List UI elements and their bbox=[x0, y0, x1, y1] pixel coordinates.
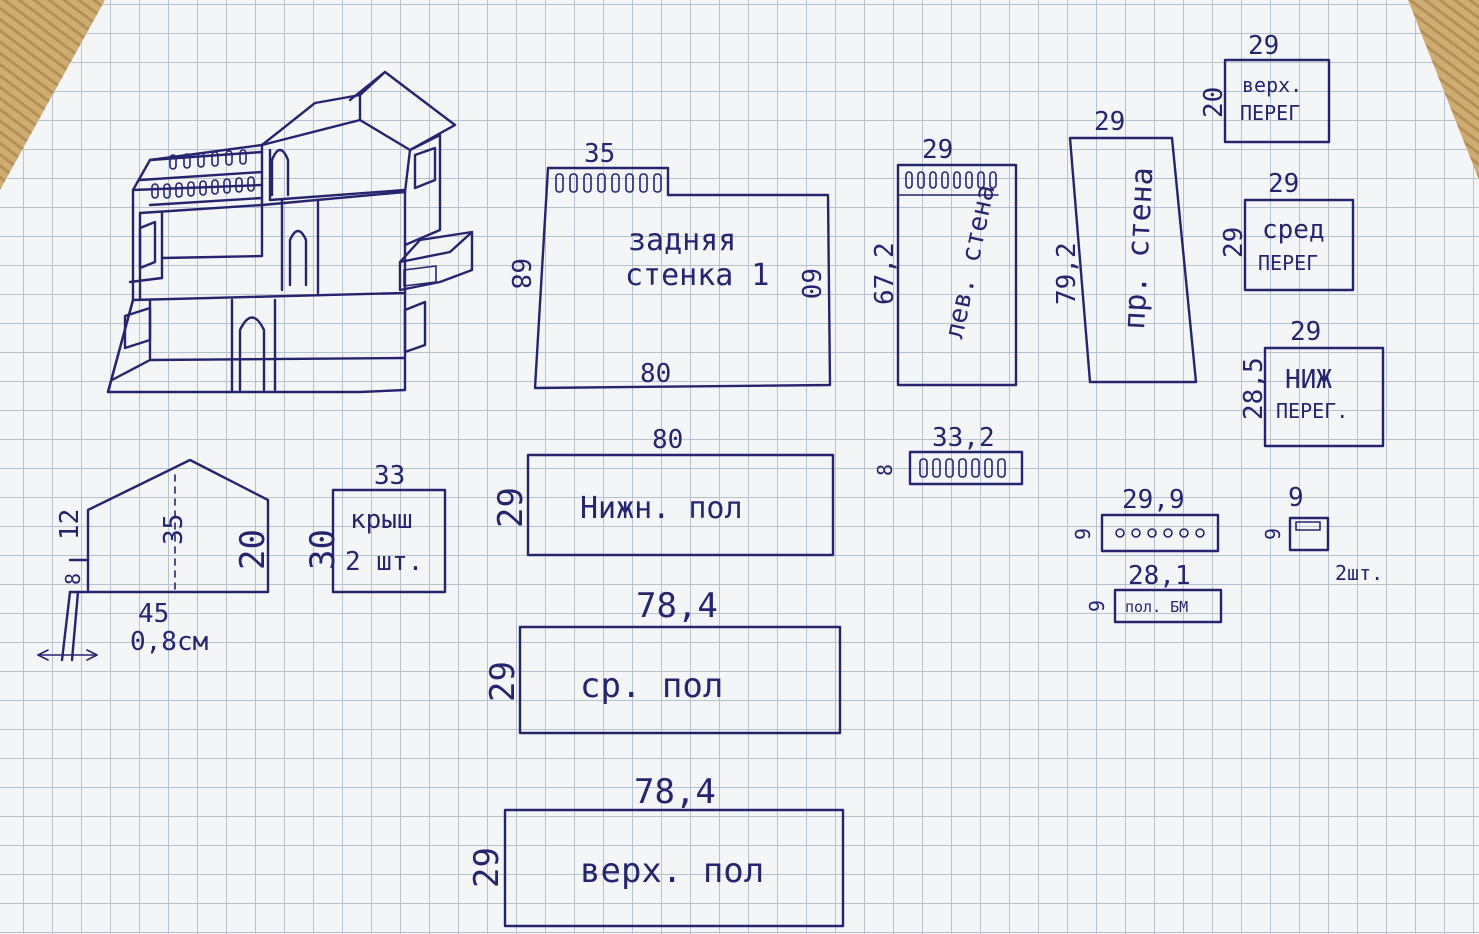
gable-right-side-label: 20 bbox=[233, 529, 273, 570]
lower-partition-panel: 29 28,5 НИЖ ПЕРЕГ. bbox=[1239, 317, 1385, 448]
right-wall-label: пр. стена bbox=[1117, 166, 1160, 330]
middle-partition-width: 29 bbox=[1268, 169, 1299, 199]
top-partition-height: 20 bbox=[1199, 87, 1229, 118]
lower-partition-label-2: ПЕРЕГ. bbox=[1276, 399, 1348, 423]
small-piece-height: 9 bbox=[1261, 528, 1285, 540]
roof-width-label: 33 bbox=[374, 461, 405, 491]
roof-height-label: 30 bbox=[303, 529, 343, 570]
left-wall-width: 29 bbox=[922, 135, 953, 165]
back-wall-left-height: 68 bbox=[505, 258, 535, 289]
upper-floor-height: 29 bbox=[467, 847, 507, 888]
gable-notch-label: 8 bbox=[61, 573, 85, 585]
middle-floor-label: ср. пол bbox=[580, 666, 723, 706]
roof-label-line-2: 2 шт. bbox=[345, 547, 423, 577]
rail-b-width: 29,9 bbox=[1122, 485, 1185, 515]
back-wall-bottom-width: 80 bbox=[640, 359, 671, 389]
bottom-floor-panel: 80 29 Нижн. пол bbox=[491, 425, 835, 557]
balcony-floor-height: 9 bbox=[1085, 600, 1109, 612]
middle-partition-height: 29 bbox=[1219, 227, 1249, 258]
right-wall-panel: 29 79,2 пр. стена bbox=[1052, 107, 1198, 384]
balcony-floor-strip: 28,1 9 пол. БМ bbox=[1085, 561, 1223, 624]
upper-floor-panel: 78,4 29 верх. пол bbox=[467, 772, 845, 928]
dollhouse-3d-sketch bbox=[106, 70, 474, 394]
balcony-floor-width: 28,1 bbox=[1128, 561, 1191, 591]
middle-floor-panel: 78,4 29 ср. пол bbox=[483, 586, 842, 735]
upper-floor-width: 78,4 bbox=[634, 772, 716, 812]
lower-partition-width: 29 bbox=[1290, 317, 1321, 347]
top-partition-label-1: верх. bbox=[1242, 73, 1302, 97]
gable-wall-drawing: 45 35 12 20 8 0,8см bbox=[37, 458, 273, 662]
bottom-floor-height: 29 bbox=[491, 487, 531, 528]
back-wall-top-width: 35 bbox=[584, 139, 615, 169]
rail-b-height: 9 bbox=[1071, 528, 1095, 540]
middle-floor-width: 78,4 bbox=[636, 586, 718, 626]
gable-base-label: 45 bbox=[138, 599, 169, 629]
middle-partition-label-1: сред bbox=[1262, 215, 1325, 245]
roof-panel-drawing: 33 30 крыш 2 шт. bbox=[303, 461, 447, 594]
top-partition-label-2: ПЕРЕГ bbox=[1240, 101, 1300, 125]
back-wall-panel: 35 68 60 80 задняя стенка 1 bbox=[505, 139, 832, 390]
bottom-floor-label: Нижн. пол bbox=[580, 491, 743, 526]
balcony-floor-label: пол. БМ bbox=[1125, 598, 1188, 616]
back-wall-label-line-2: стенка 1 bbox=[625, 258, 770, 293]
bottom-floor-width: 80 bbox=[652, 425, 683, 455]
left-wall-height: 67,2 bbox=[870, 242, 900, 305]
top-partition-width: 29 bbox=[1248, 31, 1279, 61]
middle-partition-label-2: ПЕРЕГ bbox=[1258, 251, 1318, 275]
small-piece-width: 9 bbox=[1288, 483, 1304, 513]
right-wall-height: 79,2 bbox=[1052, 242, 1082, 305]
upper-floor-label: верх. пол bbox=[580, 851, 764, 891]
roof-label-line-1: крыш bbox=[350, 505, 413, 535]
material-thickness-label: 0,8см bbox=[130, 627, 208, 657]
lower-partition-label-1: НИЖ bbox=[1285, 365, 1332, 395]
rail-a-height: 8 bbox=[873, 464, 897, 476]
right-wall-width: 29 bbox=[1094, 107, 1125, 137]
small-piece-count: 2шт. bbox=[1335, 561, 1383, 585]
back-wall-label-line-1: задняя bbox=[628, 223, 736, 258]
rail-strip-b: 29,9 9 bbox=[1071, 485, 1220, 553]
gable-left-side-label: 12 bbox=[55, 509, 85, 540]
middle-floor-height: 29 bbox=[483, 661, 523, 702]
small-square-piece: 9 9 2шт. bbox=[1261, 483, 1383, 585]
left-wall-panel: 29 67,2 лев. стена bbox=[870, 135, 1018, 387]
rail-strip-a: 33,2 8 bbox=[873, 423, 1024, 486]
gable-height-label: 35 bbox=[159, 514, 189, 545]
left-wall-label: лев. стена bbox=[940, 182, 1002, 341]
back-wall-right-height: 60 bbox=[795, 268, 825, 299]
lower-partition-height: 28,5 bbox=[1239, 357, 1269, 420]
middle-partition-panel: 29 29 сред ПЕРЕГ bbox=[1219, 169, 1355, 292]
top-partition-panel: 29 20 верх. ПЕРЕГ bbox=[1199, 31, 1331, 144]
rail-a-width: 33,2 bbox=[932, 423, 995, 453]
